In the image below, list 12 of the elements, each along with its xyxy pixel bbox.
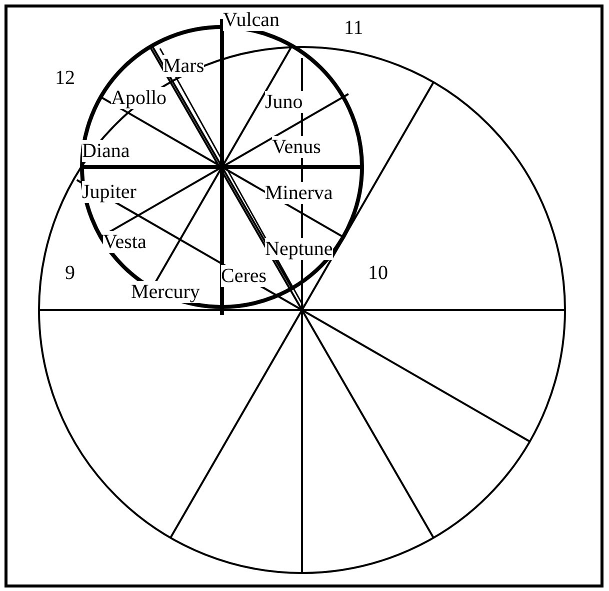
segment-label: Minerva [265, 182, 333, 204]
segment-label: Mars [163, 55, 204, 77]
segment-label: Vesta [103, 231, 146, 253]
segment-label: Jupiter [82, 181, 136, 203]
segment-label: Neptune [265, 238, 333, 260]
segment-label: Diana [82, 140, 130, 162]
segment-label: Vulcan [223, 9, 280, 31]
segment-label: Mercury [131, 281, 200, 303]
segment-label: Juno [265, 91, 303, 113]
segment-label: Apollo [111, 87, 167, 109]
segment-label: Venus [272, 136, 321, 158]
segment-label: Ceres [221, 265, 267, 287]
